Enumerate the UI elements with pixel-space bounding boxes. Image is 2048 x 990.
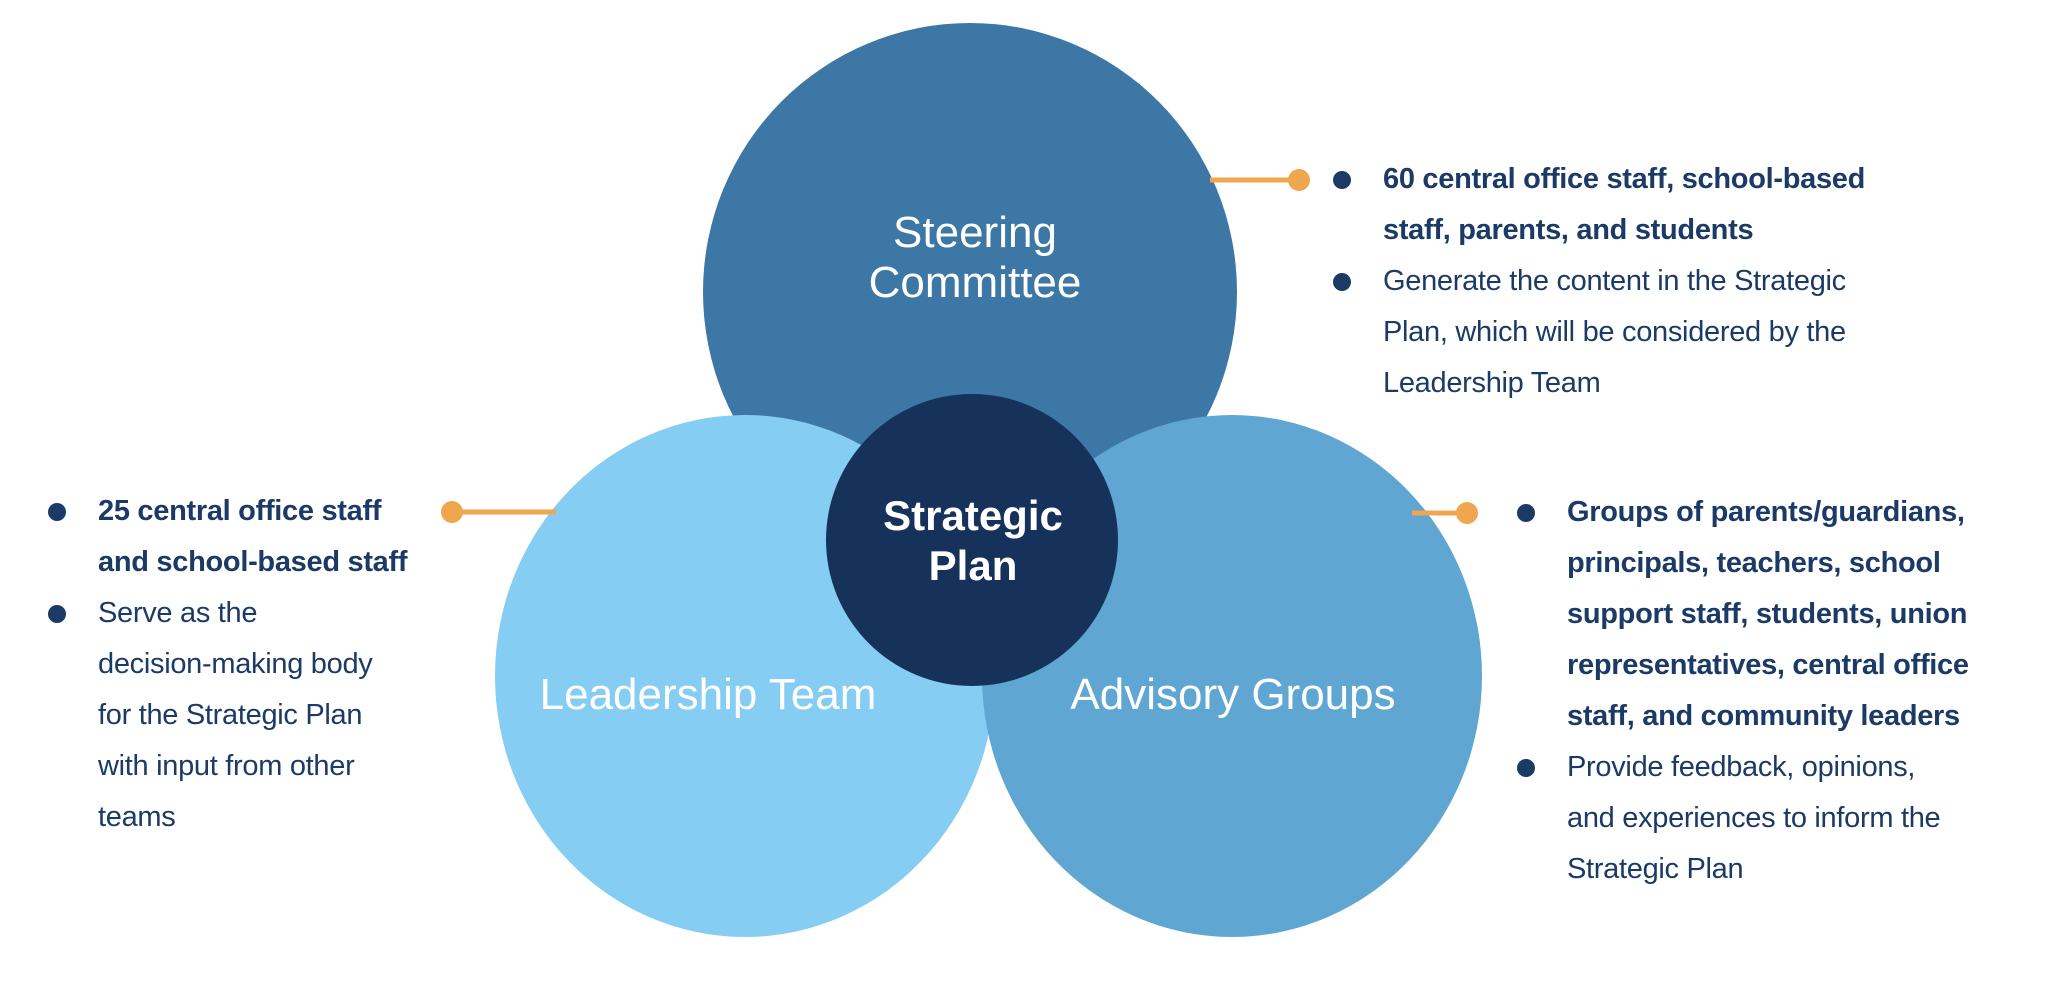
annotation-line: Groups of parents/guardians, xyxy=(1509,487,1969,538)
leadership-team-annotation: 25 central office staff and school-based… xyxy=(40,486,408,843)
strategic-plan-label-line1: Strategic xyxy=(883,492,1063,539)
advisory-groups-annotation: Groups of parents/guardians, principals,… xyxy=(1509,487,1969,895)
steering-committee-label: Steering Committee xyxy=(869,208,1082,308)
annotation-line: staff, and community leaders xyxy=(1567,700,1960,732)
steering-committee-circle xyxy=(703,23,1237,561)
steering-committee-annotation: 60 central office staff, school-based st… xyxy=(1325,154,1865,409)
leadership-connector-dot xyxy=(441,501,463,523)
annotation-line: 60 central office staff, school-based xyxy=(1325,154,1865,205)
annotation-line: Plan, which will be considered by the xyxy=(1383,316,1846,348)
annotation-line: and experiences to inform the xyxy=(1567,802,1941,834)
annotation-line: and school-based staff xyxy=(98,546,408,578)
steering-committee-label-line2: Committee xyxy=(868,258,1082,307)
annotation-line: Provide feedback, opinions, xyxy=(1509,742,1969,793)
annotation-line: teams xyxy=(98,801,176,833)
annotation-line: support staff, students, union xyxy=(1567,598,1968,630)
annotation-line: 25 central office staff xyxy=(40,486,407,537)
advisory-connector-dot xyxy=(1456,502,1478,524)
annotation-line: staff, parents, and students xyxy=(1383,214,1754,246)
strategic-plan-center-circle xyxy=(826,394,1118,686)
strategic-plan-label-line2: Plan xyxy=(928,542,1018,589)
steering-committee-label-line1: Steering xyxy=(893,208,1057,257)
strategic-plan-label: Strategic Plan xyxy=(883,491,1063,591)
annotation-line: Strategic Plan xyxy=(1567,853,1744,885)
annotation-line: decision-making body xyxy=(98,648,373,680)
annotation-line: principals, teachers, school xyxy=(1567,547,1941,579)
annotation-line: Serve as the xyxy=(40,588,407,639)
steering-connector-dot xyxy=(1288,169,1310,191)
annotation-line: representatives, central office xyxy=(1567,649,1969,681)
annotation-line: with input from other xyxy=(98,750,355,782)
leadership-team-label: Leadership Team xyxy=(539,670,877,719)
annotation-line: Generate the content in the Strategic xyxy=(1325,256,1865,307)
annotation-line: Leadership Team xyxy=(1383,367,1601,399)
advisory-groups-label: Advisory Groups xyxy=(1070,670,1396,719)
annotation-line: for the Strategic Plan xyxy=(98,699,363,731)
